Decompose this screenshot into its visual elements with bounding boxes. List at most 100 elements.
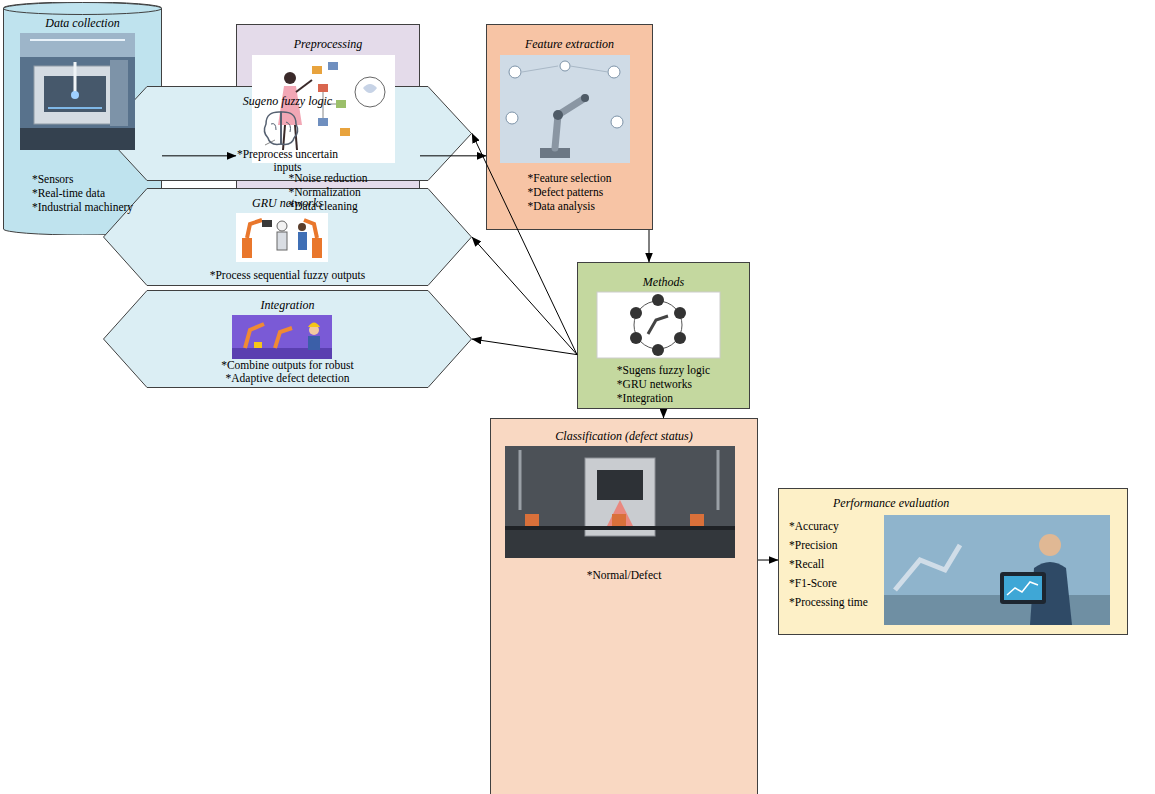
bullet-item: *Accuracy (789, 517, 868, 536)
title-wrap: Methods (578, 275, 749, 289)
methods-icon-ring (597, 292, 720, 358)
title-wrap: Performance evaluation (779, 496, 1127, 510)
robots-illustration-part (277, 221, 287, 231)
robot-arm-illustration-part (553, 110, 563, 120)
methods-icon-ring-part (674, 332, 686, 344)
bullet-list: *Combine outputs for robust*Adaptive def… (221, 359, 354, 384)
bullet-item: *Feature selection (528, 171, 612, 185)
preprocessing-illustration-part (340, 128, 350, 136)
bullet-item: *Data analysis (528, 199, 612, 213)
hexagon-fill (104, 291, 472, 388)
engineer-tablet-photo-part (884, 595, 1110, 625)
integration-illustration-part (245, 324, 264, 348)
box-title: GRU networks (103, 196, 472, 210)
factory-photo-part (30, 39, 125, 41)
bullet-item: *Integration (617, 391, 710, 405)
brain-icon-part (280, 112, 282, 144)
body-wrap: *Normal/Defect (491, 565, 757, 583)
robots-illustration-part (242, 238, 252, 258)
connector-arrow (162, 155, 236, 156)
robots-illustration-part (277, 232, 287, 250)
brain-icon-part (281, 112, 298, 144)
box-title: Classification (defect status) (491, 429, 757, 443)
inspection-line-illustration-part (585, 458, 655, 536)
bullet-item: *Defect patterns (528, 185, 612, 199)
brain-icon (264, 112, 297, 144)
connector-arrow (420, 155, 486, 156)
box-title: Integration (103, 298, 472, 312)
robots-illustration-part (312, 238, 322, 258)
title-wrap: GRU networks (103, 196, 472, 210)
robot-arm-illustration-part (560, 61, 570, 71)
body-wrap: *Combine outputs for robust*Adaptive def… (103, 359, 472, 386)
engineer-tablet-photo-part (1004, 576, 1042, 600)
robots-illustration-part (298, 232, 307, 250)
inspection-line-illustration-part (505, 526, 735, 530)
factory-photo-part (71, 91, 79, 99)
brain-icon-part (271, 122, 291, 132)
robot-arm-illustration-part (500, 55, 630, 163)
factory-photo-part (20, 33, 135, 57)
bullet-item: *Sugens fuzzy logic (617, 363, 710, 377)
factory-photo-part (20, 128, 135, 150)
bullet-item: *GRU networks (617, 377, 710, 391)
robot-arm-illustration-part (611, 116, 623, 128)
bullet-item: *Process sequential fuzzy outputs (210, 269, 366, 282)
robot-arm-illustration-part (506, 112, 518, 124)
title-wrap: Classification (defect status) (491, 429, 757, 443)
title-wrap: Data collection (3, 16, 162, 30)
connector-arrow (649, 230, 650, 262)
robot-arm-illustration-part (522, 66, 558, 72)
title-wrap: Preprocessing (237, 37, 419, 51)
robots-illustration-part (262, 220, 272, 227)
methods-icon-ring-part (630, 332, 642, 344)
robot-arm-illustration-part (555, 98, 585, 148)
bullet-item: *Noise reduction (289, 171, 368, 185)
preprocessing-illustration-part (318, 84, 328, 92)
robot-arm-illustration-part (570, 66, 608, 72)
cylinder-top (4, 3, 162, 15)
preprocessing-illustration-part (355, 77, 385, 107)
factory-photo (20, 33, 135, 150)
robots-illustration-part (247, 220, 262, 238)
robots-illustration (236, 213, 328, 262)
engineer-tablet-photo (884, 515, 1110, 625)
body-wrap: *Feature selection*Defect patterns*Data … (487, 171, 652, 214)
hexagon-fill (104, 189, 472, 286)
methods-icon-ring-part (652, 294, 664, 306)
bullet-item: *Industrial machinery (32, 200, 133, 214)
box-title: Feature extraction (487, 37, 652, 51)
inspection-line-illustration-part (519, 450, 522, 510)
bullet-list: *Normal/Defect (587, 568, 662, 582)
inspection-line-illustration-part (690, 514, 704, 526)
bullet-list: *Accuracy*Precision*Recall*F1-Score*Proc… (789, 517, 868, 612)
bullet-item: *Precision (789, 536, 868, 555)
bullet-item: *Combine outputs for robust (221, 359, 354, 372)
preprocessing-illustration-part (252, 55, 395, 163)
factory-photo-part (74, 62, 77, 92)
preprocessing-illustration (252, 55, 395, 163)
bullet-item: *Sensors (32, 172, 133, 186)
methods-icon-ring-part (630, 307, 642, 319)
robot-arm-illustration-part (509, 66, 521, 78)
bullet-item: *Normal/Defect (587, 568, 662, 582)
bullet-item: *Real-time data (32, 186, 133, 200)
preprocessing-illustration-part (323, 92, 324, 118)
bullet-list: *Sugens fuzzy logic*GRU networks*Integra… (617, 363, 710, 405)
engineer-tablet-photo-part (1007, 582, 1038, 595)
preprocessing-illustration-part (328, 104, 336, 105)
engineer-tablet-photo-part (895, 545, 960, 590)
bullet-item: *F1-Score (789, 574, 868, 593)
robot-arm-illustration (500, 55, 630, 163)
connector-arrow (472, 237, 577, 355)
connector-arrow (472, 134, 577, 355)
preprocessing-illustration-part (363, 84, 377, 93)
preprocessing-illustration-part (284, 72, 296, 84)
preprocessing-illustration-part (318, 118, 328, 126)
box-title: Sugeno fuzzy logic (103, 94, 472, 108)
inspection-line-illustration-part (597, 470, 643, 500)
bullet-item: *Adaptive defect detection (221, 372, 354, 385)
preprocessing-illustration-part (336, 100, 346, 108)
